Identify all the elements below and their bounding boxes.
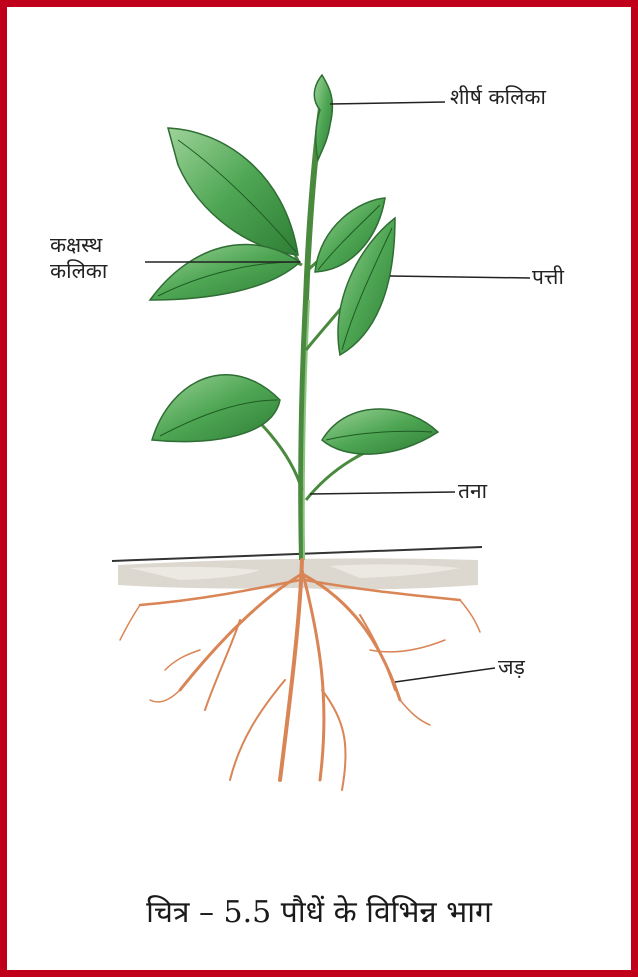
label-stem: तना [458, 478, 487, 504]
roots [120, 560, 480, 790]
figure-caption: चित्र – 5.5 पौधें के विभिन्न भाग [0, 890, 638, 931]
label-axillary-bud: कक्षस्थ कलिका [50, 232, 107, 285]
label-terminal-bud: शीर्ष कलिका [450, 84, 546, 110]
label-root: जड़ [498, 654, 525, 680]
pointer-terminal-bud [330, 102, 445, 104]
leaf-middle-left [150, 244, 300, 300]
leaf-lower-left [152, 375, 280, 442]
label-axillary-bud-line1: कक्षस्थ [50, 232, 107, 258]
pointer-leaf [390, 276, 530, 278]
label-axillary-bud-line2: कलिका [50, 258, 107, 284]
pointer-stem [310, 492, 455, 494]
soil [112, 547, 482, 589]
leaves [150, 75, 438, 454]
pointer-root [395, 668, 495, 682]
label-leaf: पत्ती [532, 264, 564, 290]
